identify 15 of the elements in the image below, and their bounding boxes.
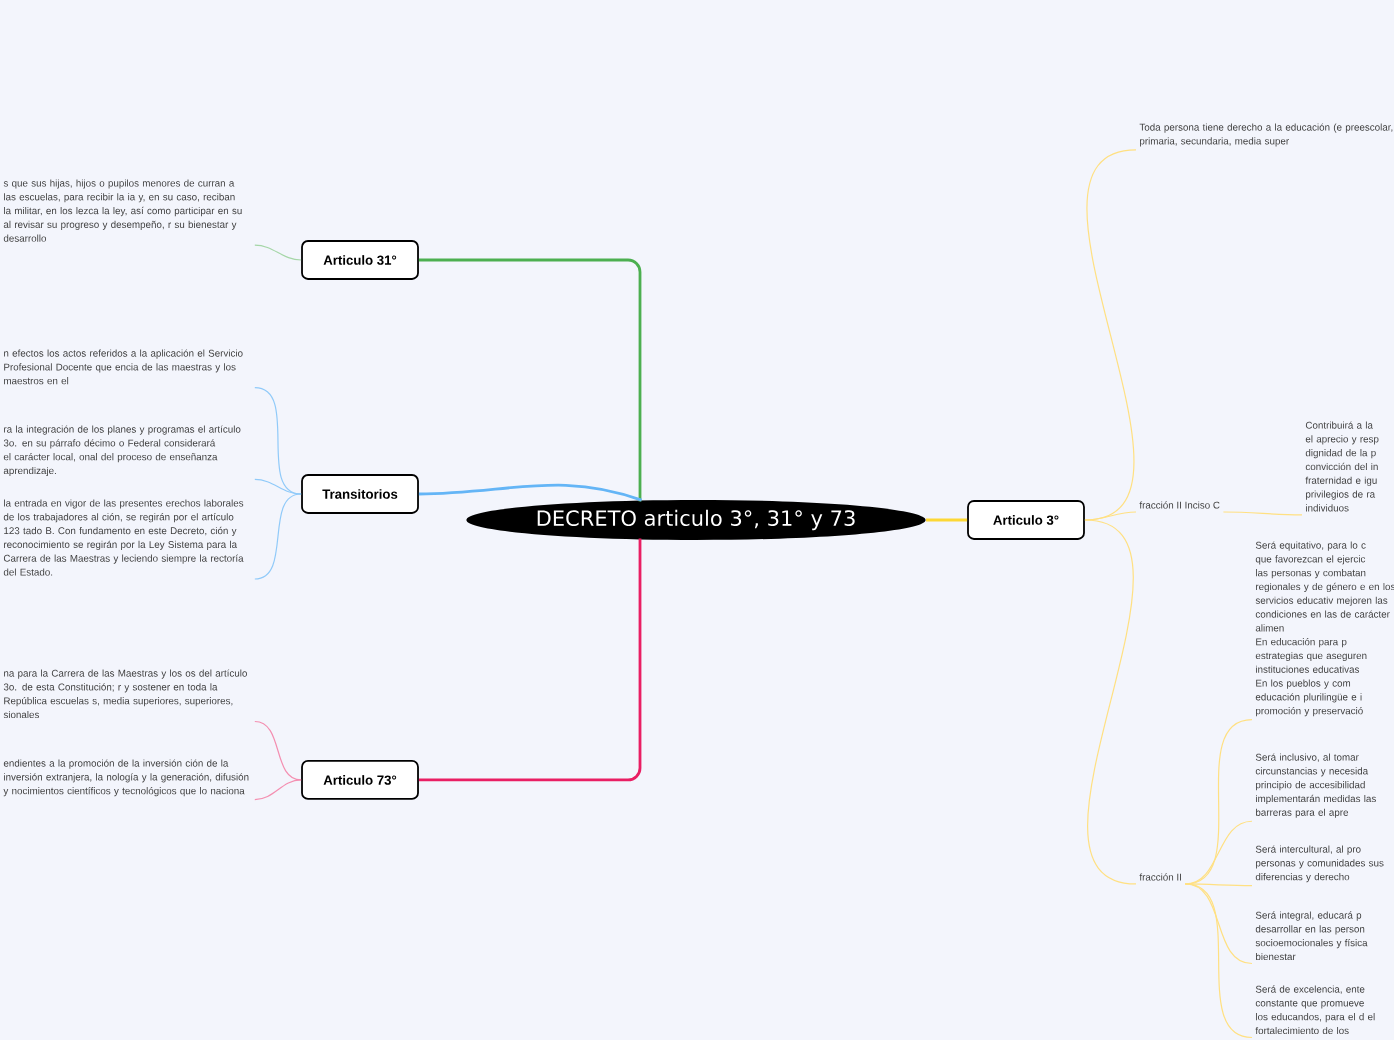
connector-line — [254, 244, 302, 261]
connector-line — [1084, 519, 1137, 885]
connector-line — [254, 478, 302, 495]
connector-line — [254, 720, 302, 781]
connector-line — [418, 258, 642, 502]
connector-line — [926, 518, 968, 522]
connector-line — [254, 493, 302, 580]
connector-line — [418, 538, 642, 782]
connector-line — [1184, 883, 1253, 1039]
connector-line — [1084, 511, 1137, 521]
connector-line — [1084, 149, 1137, 521]
connector-line — [1222, 511, 1303, 516]
connector-line — [1184, 883, 1253, 887]
connector-line — [418, 483, 642, 502]
connector-line — [254, 779, 302, 801]
